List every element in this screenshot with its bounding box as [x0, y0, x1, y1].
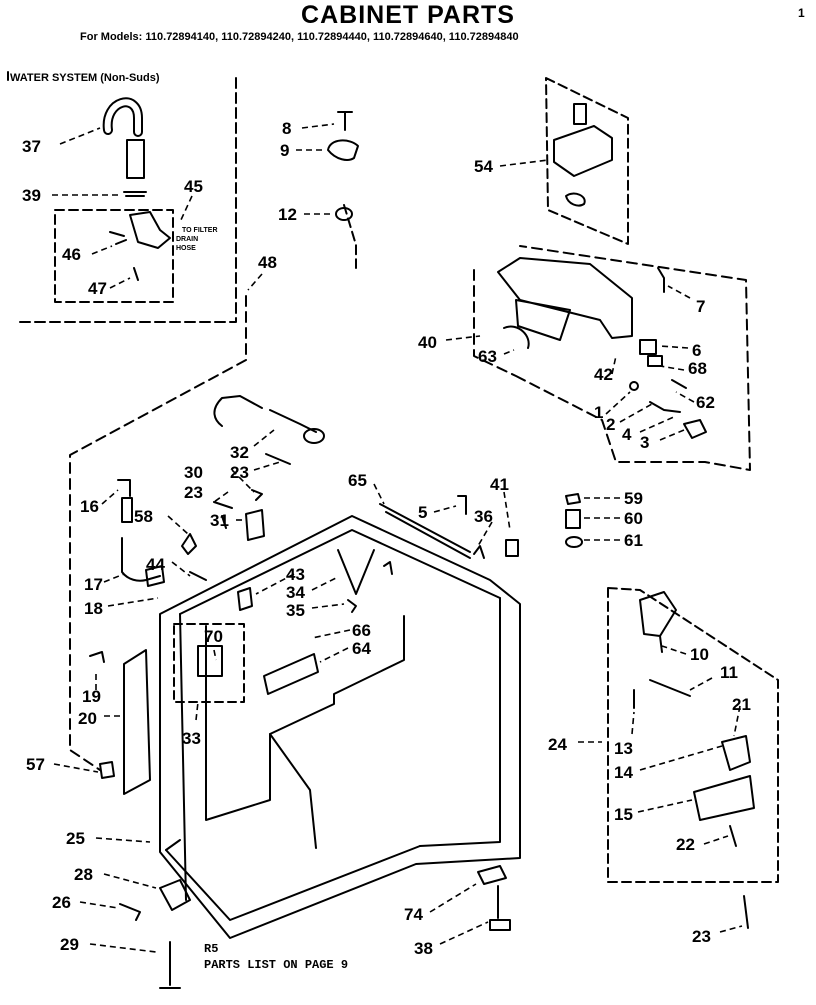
water-system-label: WATER SYSTEM (Non-Suds) [10, 72, 160, 84]
callout-29: 29 [60, 935, 79, 954]
callout-44: 44 [146, 555, 165, 574]
callout-23-b: 23 [184, 483, 203, 502]
callout-19: 19 [82, 687, 101, 706]
callout-32: 32 [230, 443, 249, 462]
callout-3: 3 [640, 433, 649, 452]
callout-74: 74 [404, 905, 423, 924]
hose-note-line3: HOSE [176, 245, 196, 252]
callout-61: 61 [624, 531, 643, 550]
callout-37: 37 [22, 137, 41, 156]
callout-45: 45 [184, 177, 203, 196]
callout-43: 43 [286, 565, 305, 584]
callout-59: 59 [624, 489, 643, 508]
callout-15: 15 [614, 805, 633, 824]
page-title: CABINET PARTS [301, 1, 515, 29]
callout-35: 35 [286, 601, 305, 620]
callout-23-c: 23 [692, 927, 711, 946]
callout-62: 62 [696, 393, 715, 412]
callout-64: 64 [352, 639, 371, 658]
callout-39: 39 [22, 186, 41, 205]
callout-70: 70 [204, 627, 223, 646]
callout-6: 6 [692, 341, 701, 360]
callout-46: 46 [62, 245, 81, 264]
callout-18: 18 [84, 599, 103, 618]
callout-23-a: 23 [230, 463, 249, 482]
callout-20: 20 [78, 709, 97, 728]
callout-1: 1 [594, 403, 603, 422]
callout-47: 47 [88, 279, 107, 298]
callout-66: 66 [352, 621, 371, 640]
callout-28: 28 [74, 865, 93, 884]
callout-63: 63 [478, 347, 497, 366]
footer-code: R5 [204, 942, 219, 956]
callout-38: 38 [414, 939, 433, 958]
callout-54: 54 [474, 157, 493, 176]
callout-34: 34 [286, 583, 305, 602]
callout-16: 16 [80, 497, 99, 516]
callout-25: 25 [66, 829, 85, 848]
callout-48: 48 [258, 253, 277, 272]
callout-22: 22 [676, 835, 695, 854]
callout-33: 33 [182, 729, 201, 748]
parts-list-reference: PARTS LIST ON PAGE 9 [204, 958, 349, 972]
model-numbers: For Models: 110.72894140, 110.72894240, … [80, 31, 519, 43]
callout-57: 57 [26, 755, 45, 774]
callout-24: 24 [548, 735, 567, 754]
callout-10: 10 [690, 645, 709, 664]
callout-42: 42 [594, 365, 613, 384]
callout-14: 14 [614, 763, 633, 782]
callout-31: 31 [210, 511, 229, 530]
callout-41: 41 [490, 475, 509, 494]
hose-note-line2: DRAIN [176, 236, 198, 243]
callout-4: 4 [622, 425, 632, 444]
callout-5: 5 [418, 503, 427, 522]
callout-11: 11 [720, 663, 738, 682]
callout-17: 17 [84, 575, 103, 594]
callout-58: 58 [134, 507, 153, 526]
callout-60: 60 [624, 509, 643, 528]
callout-30: 30 [184, 463, 203, 482]
callout-65: 65 [348, 471, 367, 490]
hose-note-line1: TO FILTER [182, 227, 218, 234]
callout-36: 36 [474, 507, 493, 526]
callout-13: 13 [614, 739, 633, 758]
callout-8: 8 [282, 119, 291, 138]
callout-68: 68 [688, 359, 707, 378]
callout-21: 21 [732, 695, 751, 714]
callout-40: 40 [418, 333, 437, 352]
corner-mark: 1 [798, 6, 805, 20]
callout-26: 26 [52, 893, 71, 912]
callout-12: 12 [278, 205, 297, 224]
callout-7: 7 [696, 297, 705, 316]
callout-2: 2 [606, 415, 615, 434]
callout-9: 9 [280, 141, 289, 160]
